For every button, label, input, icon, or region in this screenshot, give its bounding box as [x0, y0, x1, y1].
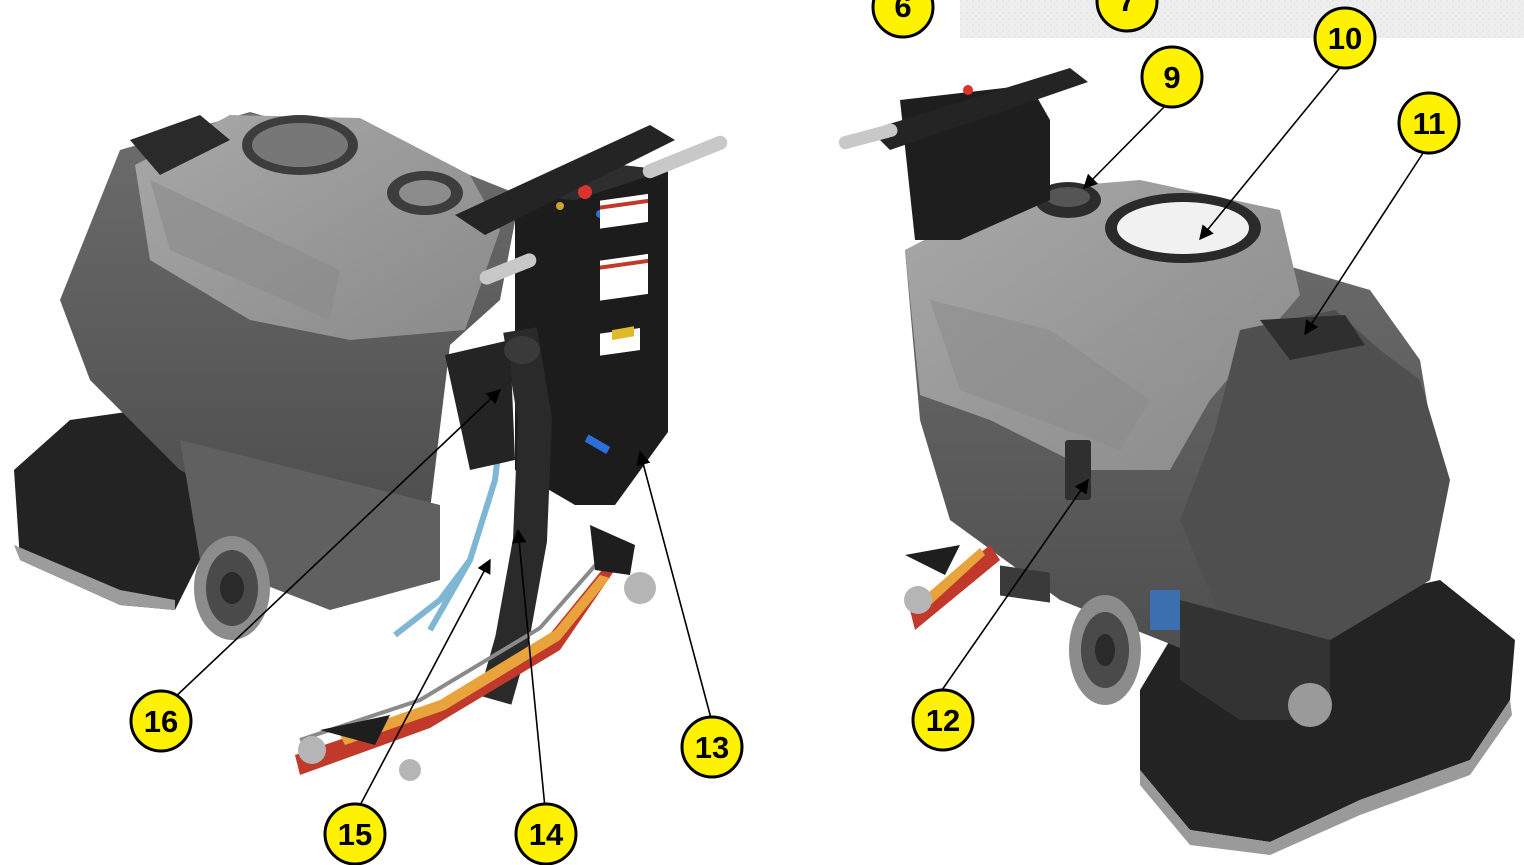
control-panel	[515, 165, 668, 505]
leader-16	[171, 389, 502, 701]
front-hood	[1180, 310, 1450, 640]
callout-badge	[1397, 91, 1461, 155]
lid-latch	[1065, 440, 1091, 500]
background-texture	[960, 0, 1524, 38]
operator-handle	[455, 125, 675, 235]
callout-15: 15	[323, 802, 387, 865]
callout-11: 11	[1397, 91, 1461, 155]
callout-16: 16	[129, 689, 193, 753]
callout-9-label: 9	[1163, 60, 1180, 95]
brush-deck-left	[14, 405, 205, 610]
callout-9: 9	[1140, 45, 1204, 109]
leader-lines	[171, 63, 1426, 812]
callout-6-label: 6	[894, 0, 911, 24]
callout-12: 12	[911, 688, 975, 752]
callout-badge	[129, 689, 193, 753]
callout-7: 7	[1095, 0, 1159, 33]
leader-15	[356, 558, 491, 812]
callout-10: 10	[1313, 6, 1377, 70]
callout-badge	[1095, 0, 1159, 33]
callout-badge	[680, 715, 744, 779]
callout-10-label: 10	[1328, 21, 1362, 56]
callout-13-label: 13	[695, 730, 729, 765]
squeegee-assembly	[295, 555, 625, 775]
callout-badge	[911, 688, 975, 752]
callout-badge	[514, 802, 578, 865]
scrubber-rear-view	[14, 112, 728, 781]
callout-16-label: 16	[144, 704, 178, 739]
leader-10	[1199, 63, 1344, 241]
squeegee-wheel	[624, 572, 656, 604]
callout-badge	[871, 0, 935, 39]
callout-badge	[1313, 6, 1377, 70]
callout-13: 13	[680, 715, 744, 779]
scrubber-front-view	[838, 68, 1515, 855]
callout-badge	[1140, 45, 1204, 109]
handle-grip	[642, 135, 728, 179]
callout-badge	[323, 802, 387, 865]
callout-12-label: 12	[926, 703, 960, 738]
callout-11-label: 11	[1413, 106, 1446, 141]
leader-11	[1304, 149, 1426, 336]
callout-15-label: 15	[338, 817, 372, 852]
tank-lid	[135, 115, 500, 340]
leader-13	[636, 450, 713, 723]
callout-14-label: 14	[529, 817, 564, 852]
callout-6: 6	[871, 0, 935, 39]
leader-9	[1082, 102, 1169, 190]
emergency-stop-button	[578, 185, 592, 199]
leader-14	[512, 528, 546, 809]
leader-12	[941, 478, 1089, 691]
callout-14: 14	[514, 802, 578, 865]
callout-7-label: 7	[1118, 0, 1135, 18]
operator-handle-right	[870, 68, 1088, 150]
handle-grip-right	[838, 123, 898, 150]
callouts: 6 7 9 10 11 12 13 14	[129, 0, 1461, 865]
